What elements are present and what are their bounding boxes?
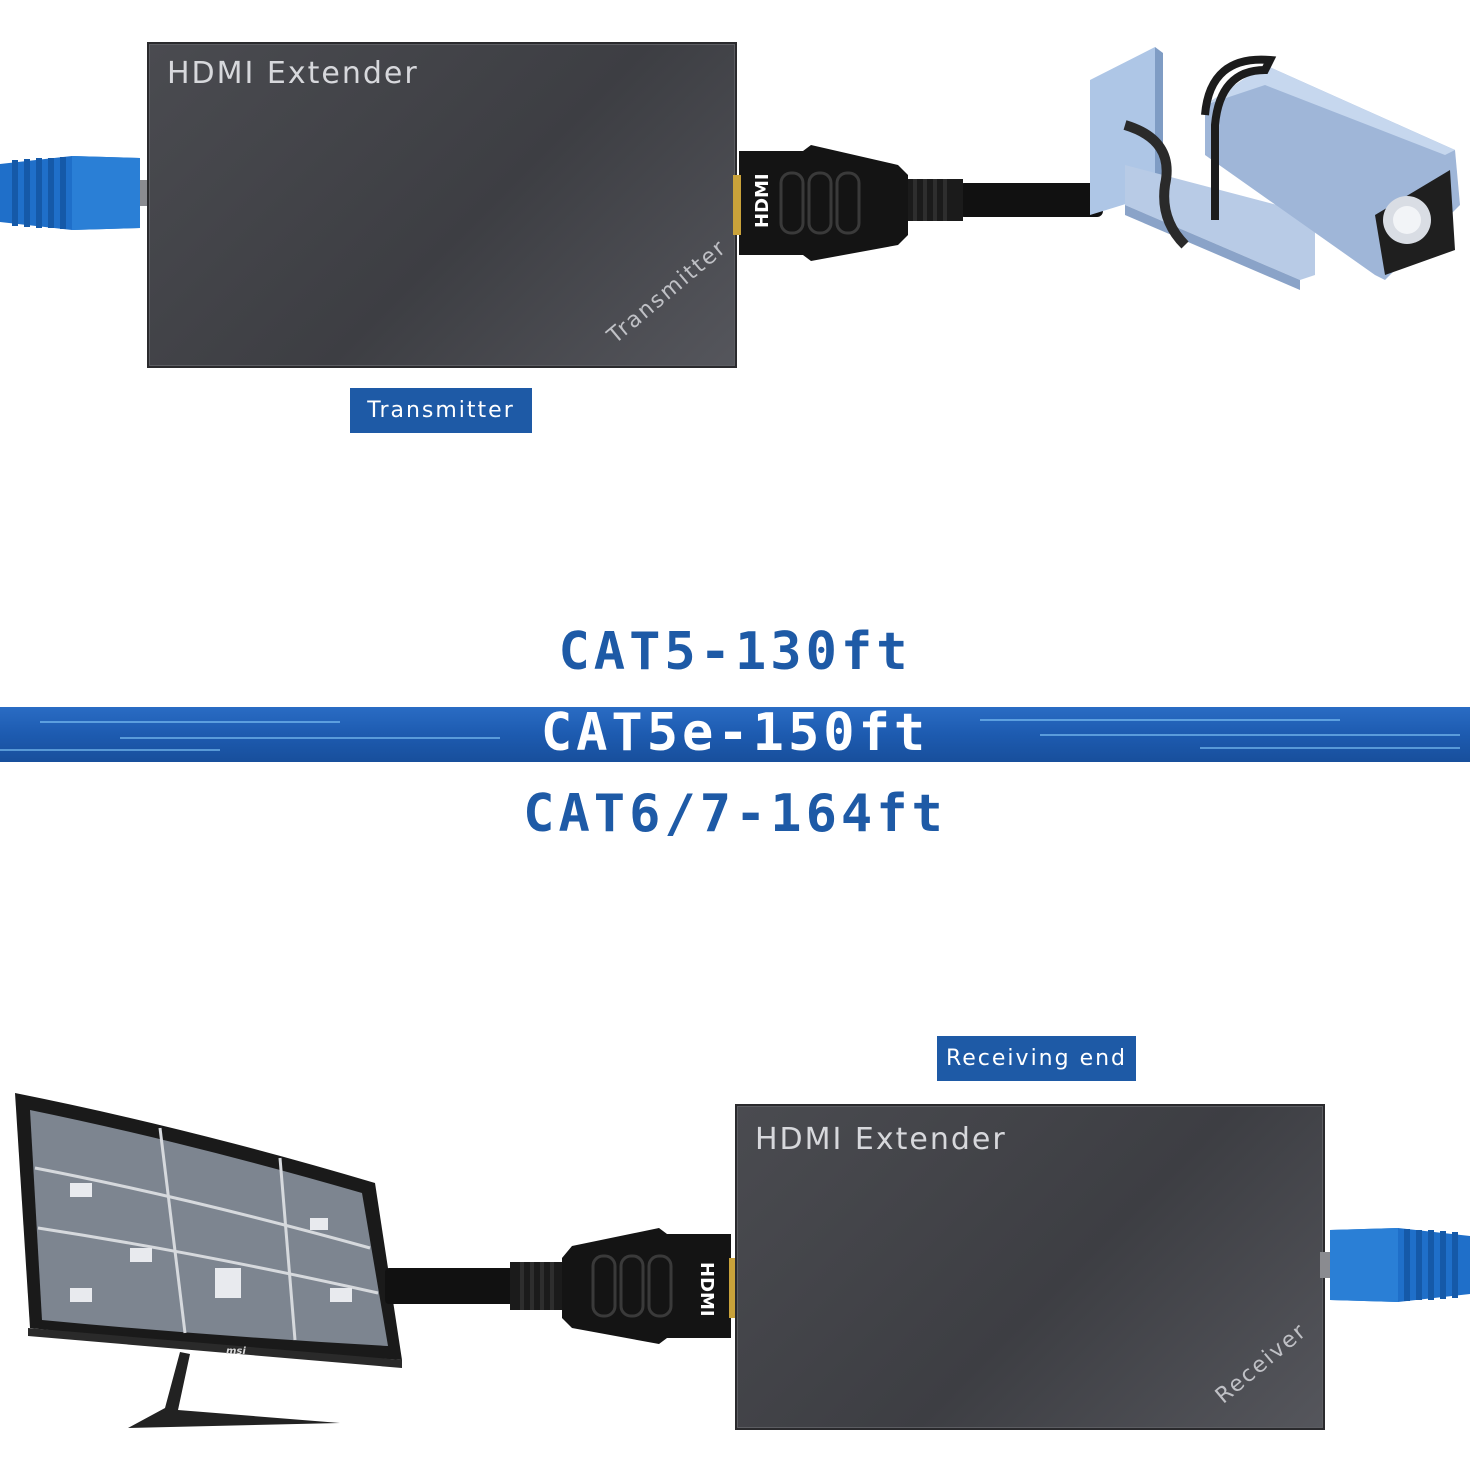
transmitter-device-side-label: Transmitter — [602, 235, 733, 349]
receiver-device-side-label: Receiver — [1210, 1318, 1313, 1409]
band-streak — [1200, 747, 1460, 749]
transmitter-device: HDMI Extender Transmitter — [147, 42, 737, 368]
transmitter-tag: Transmitter — [350, 388, 532, 433]
cat6-length-label: CAT6/7-164ft — [523, 784, 947, 844]
hdmi-cable-bottom — [385, 1228, 737, 1344]
receiver-device: HDMI Extender Receiver — [735, 1104, 1325, 1430]
cable-band — [0, 707, 1470, 762]
band-streak — [980, 719, 1340, 721]
receiver-device-title: HDMI Extender — [755, 1122, 1007, 1157]
band-streak — [120, 737, 500, 739]
cat5-length-label: CAT5-130ft — [558, 622, 912, 682]
hdmi-cable-top — [733, 145, 1103, 261]
receiving-end-tag: Receiving end — [937, 1036, 1136, 1081]
transmitter-device-title: HDMI Extender — [167, 56, 419, 91]
monitor — [15, 1093, 402, 1428]
cat5e-length-label: CAT5e-150ft — [540, 703, 930, 763]
band-streak — [1040, 734, 1460, 736]
band-streak — [0, 749, 220, 751]
band-streak — [40, 721, 340, 723]
monitor-brand-logo: msi — [226, 1346, 246, 1357]
rj45-cable-left — [0, 156, 150, 230]
hdmi-label-top: HDMI — [752, 173, 773, 228]
hdmi-label-bottom: HDMI — [696, 1262, 717, 1317]
rj45-cable-right — [1320, 1228, 1470, 1302]
security-camera — [1090, 47, 1460, 290]
